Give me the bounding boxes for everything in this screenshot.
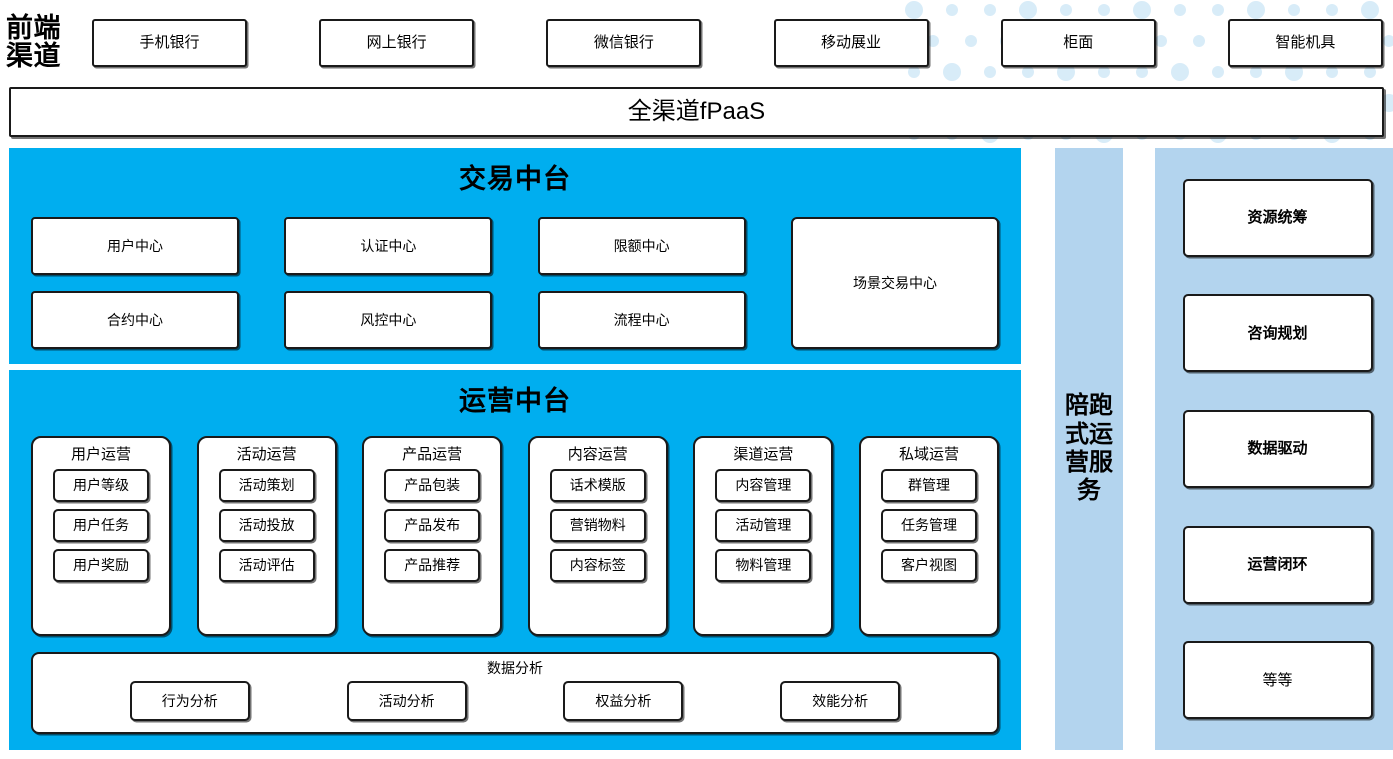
trade-platform-title: 交易中台 (459, 164, 571, 194)
capability-box-etc[interactable]: 等等 (1182, 641, 1373, 720)
operation-column-title: 用户运营 (70, 446, 131, 463)
operation-item[interactable]: 营销物料 (549, 509, 646, 542)
capability-box-operation-loop[interactable]: 运营闭环 (1182, 525, 1373, 604)
data-analysis-item-benefit[interactable]: 权益分析 (563, 681, 684, 721)
channel-box-online-bank[interactable]: 网上银行 (319, 18, 475, 67)
operation-item[interactable]: 物料管理 (715, 549, 812, 582)
operation-item[interactable]: 任务管理 (880, 509, 977, 542)
trade-column-1: 用户中心 合约中心 (31, 217, 239, 349)
operation-column-content[interactable]: 内容运营 话术模版 营销物料 内容标签 (527, 436, 668, 636)
operation-item[interactable]: 用户任务 (53, 509, 149, 542)
operation-column-private-domain[interactable]: 私域运营 群管理 任务管理 客户视图 (858, 436, 999, 636)
trade-cell-process-center[interactable]: 流程中心 (537, 291, 746, 349)
front-channel-label: 前端 渠道 (0, 12, 92, 71)
operation-item[interactable]: 用户等级 (53, 469, 149, 502)
trade-cell-scene-transaction-center[interactable]: 场景交易中心 (790, 217, 999, 349)
operation-column-product[interactable]: 产品运营 产品包装 产品发布 产品推荐 (362, 436, 503, 636)
data-analysis-item-activity[interactable]: 活动分析 (346, 681, 467, 721)
operation-item[interactable]: 客户视图 (880, 549, 977, 582)
front-channel-label-line1: 前端 (6, 12, 61, 43)
trade-cell-contract-center[interactable]: 合约中心 (31, 291, 239, 349)
operation-platform-title: 运营中台 (459, 386, 571, 416)
main-area: 交易中台 用户中心 合约中心 认证中心 风控中心 限额中心 流程中心 场景交易 (9, 148, 1393, 750)
operation-item[interactable]: 群管理 (880, 469, 977, 502)
operation-item[interactable]: 内容管理 (715, 469, 812, 502)
trade-column-2: 认证中心 风控中心 (284, 217, 493, 349)
operation-item[interactable]: 产品包装 (384, 469, 481, 502)
operation-column-title: 产品运营 (402, 446, 463, 463)
trade-platform-panel: 交易中台 用户中心 合约中心 认证中心 风控中心 限额中心 流程中心 场景交易 (9, 148, 1021, 364)
channel-box-wechat-bank[interactable]: 微信银行 (546, 18, 702, 67)
operation-item[interactable]: 活动投放 (218, 509, 315, 542)
trade-cell-auth-center[interactable]: 认证中心 (284, 217, 493, 275)
operation-column-user[interactable]: 用户运营 用户等级 用户任务 用户奖励 (31, 436, 171, 636)
operation-item[interactable]: 活动策划 (218, 469, 315, 502)
data-analysis-item-efficiency[interactable]: 效能分析 (780, 681, 901, 721)
companion-service-label: 陪跑式运营服务 (1065, 392, 1113, 505)
channel-box-smart-machine[interactable]: 智能机具 (1227, 18, 1383, 67)
trade-column-3: 限额中心 流程中心 (537, 217, 746, 349)
operation-column-title: 渠道运营 (733, 446, 794, 463)
operation-item[interactable]: 产品发布 (384, 509, 481, 542)
capability-box-resource-coordination[interactable]: 资源统筹 (1182, 178, 1373, 257)
channel-box-mobile-business[interactable]: 移动展业 (773, 18, 929, 67)
channel-box-mobile-bank[interactable]: 手机银行 (92, 18, 247, 67)
operation-platform-panel: 运营中台 用户运营 用户等级 用户任务 用户奖励 活动运营 活动策划 活动投放 … (9, 370, 1021, 750)
operation-item[interactable]: 用户奖励 (53, 549, 149, 582)
operation-item[interactable]: 产品推荐 (384, 549, 481, 582)
operation-item[interactable]: 话术模版 (549, 469, 646, 502)
trade-platform-grid: 用户中心 合约中心 认证中心 风控中心 限额中心 流程中心 场景交易中心 (31, 217, 999, 349)
trade-cell-user-center[interactable]: 用户中心 (31, 217, 239, 275)
trade-cell-limit-center[interactable]: 限额中心 (537, 217, 746, 275)
capability-column: 资源统筹 咨询规划 数据驱动 运营闭环 等等 (1155, 148, 1393, 750)
front-channel-row: 前端 渠道 手机银行 网上银行 微信银行 移动展业 柜面 智能机具 (0, 10, 1393, 75)
operation-columns: 用户运营 用户等级 用户任务 用户奖励 活动运营 活动策划 活动投放 活动评估 … (31, 436, 999, 636)
operation-column-title: 内容运营 (567, 446, 628, 463)
capability-box-data-driven[interactable]: 数据驱动 (1182, 409, 1373, 488)
operation-column-title: 活动运营 (236, 446, 297, 463)
data-analysis-title: 数据分析 (487, 660, 543, 676)
center-column: 交易中台 用户中心 合约中心 认证中心 风控中心 限额中心 流程中心 场景交易 (9, 148, 1021, 750)
front-channel-label-line2: 渠道 (6, 40, 61, 71)
operation-item[interactable]: 内容标签 (549, 549, 646, 582)
data-analysis-item-behavior[interactable]: 行为分析 (129, 681, 250, 721)
trade-cell-riskcontrol-center[interactable]: 风控中心 (284, 291, 493, 349)
data-analysis-items: 行为分析 活动分析 权益分析 效能分析 (33, 681, 997, 721)
data-analysis-panel: 数据分析 行为分析 活动分析 权益分析 效能分析 (31, 652, 999, 734)
capability-box-consulting-planning[interactable]: 咨询规划 (1182, 294, 1373, 373)
operation-column-activity[interactable]: 活动运营 活动策划 活动投放 活动评估 (196, 436, 337, 636)
operation-column-title: 私域运营 (898, 446, 959, 463)
omnichannel-fpaas-bar[interactable]: 全渠道fPaaS (9, 87, 1384, 137)
front-channel-boxes: 手机银行 网上银行 微信银行 移动展业 柜面 智能机具 (92, 18, 1393, 67)
operation-item[interactable]: 活动评估 (218, 549, 315, 582)
operation-column-channel[interactable]: 渠道运营 内容管理 活动管理 物料管理 (693, 436, 834, 636)
companion-service-column: 陪跑式运营服务 (1055, 148, 1123, 750)
operation-item[interactable]: 活动管理 (715, 509, 812, 542)
channel-box-counter[interactable]: 柜面 (1000, 18, 1156, 67)
